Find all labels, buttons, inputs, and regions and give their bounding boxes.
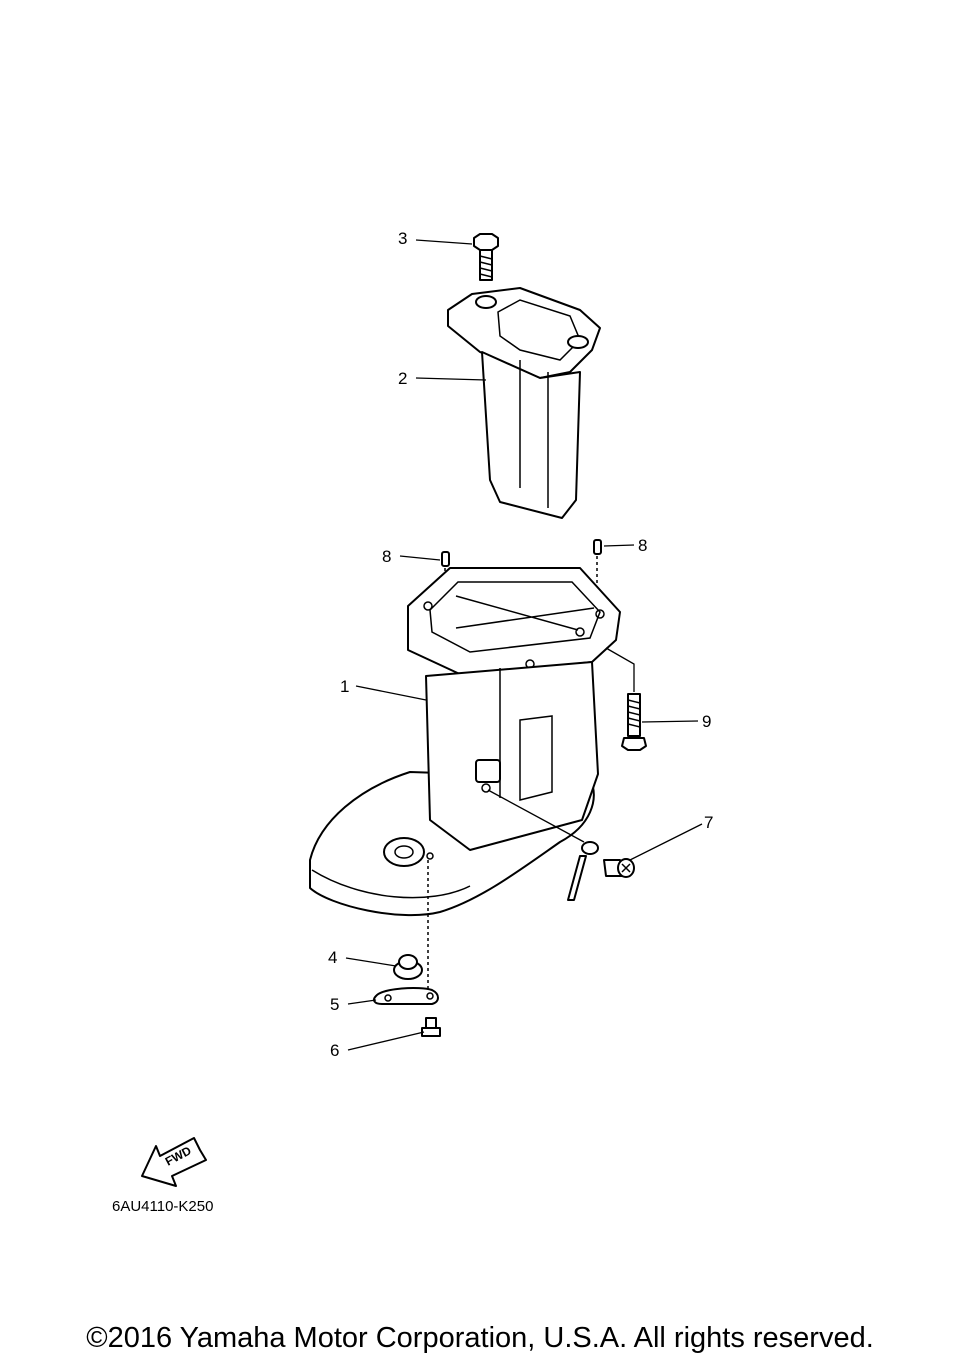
diagram-part-code: 6AU4110-K250 (112, 1198, 214, 1215)
callout-8-right: 8 (638, 536, 647, 555)
callout-8-left: 8 (382, 547, 391, 566)
part-6-screw (421, 1017, 441, 1037)
fwd-arrow-icon: FWD (141, 1137, 207, 1187)
part-1-upper-casing (309, 567, 621, 990)
callout-2: 2 (398, 369, 407, 388)
callout-3: 3 (398, 229, 407, 248)
copyright-notice: ©2016 Yamaha Motor Corporation, U.S.A. A… (86, 1322, 874, 1354)
part-7-screw (603, 858, 635, 878)
callouts: 3 2 8 8 1 9 7 4 5 6 (328, 229, 713, 1060)
callout-9: 9 (702, 712, 711, 731)
part-9-bolt (621, 693, 647, 751)
callout-6: 6 (330, 1041, 339, 1060)
part-2-exhaust-guide (447, 287, 601, 519)
part-3-bolt (473, 233, 499, 281)
callout-7: 7 (704, 813, 713, 832)
leader-lines (345, 239, 703, 1051)
callout-5: 5 (330, 995, 339, 1014)
part-4-grommet (393, 954, 423, 980)
callout-1: 1 (340, 677, 349, 696)
ground-lead (487, 789, 599, 901)
part-5-plate (373, 987, 439, 1005)
callout-4: 4 (328, 948, 337, 967)
